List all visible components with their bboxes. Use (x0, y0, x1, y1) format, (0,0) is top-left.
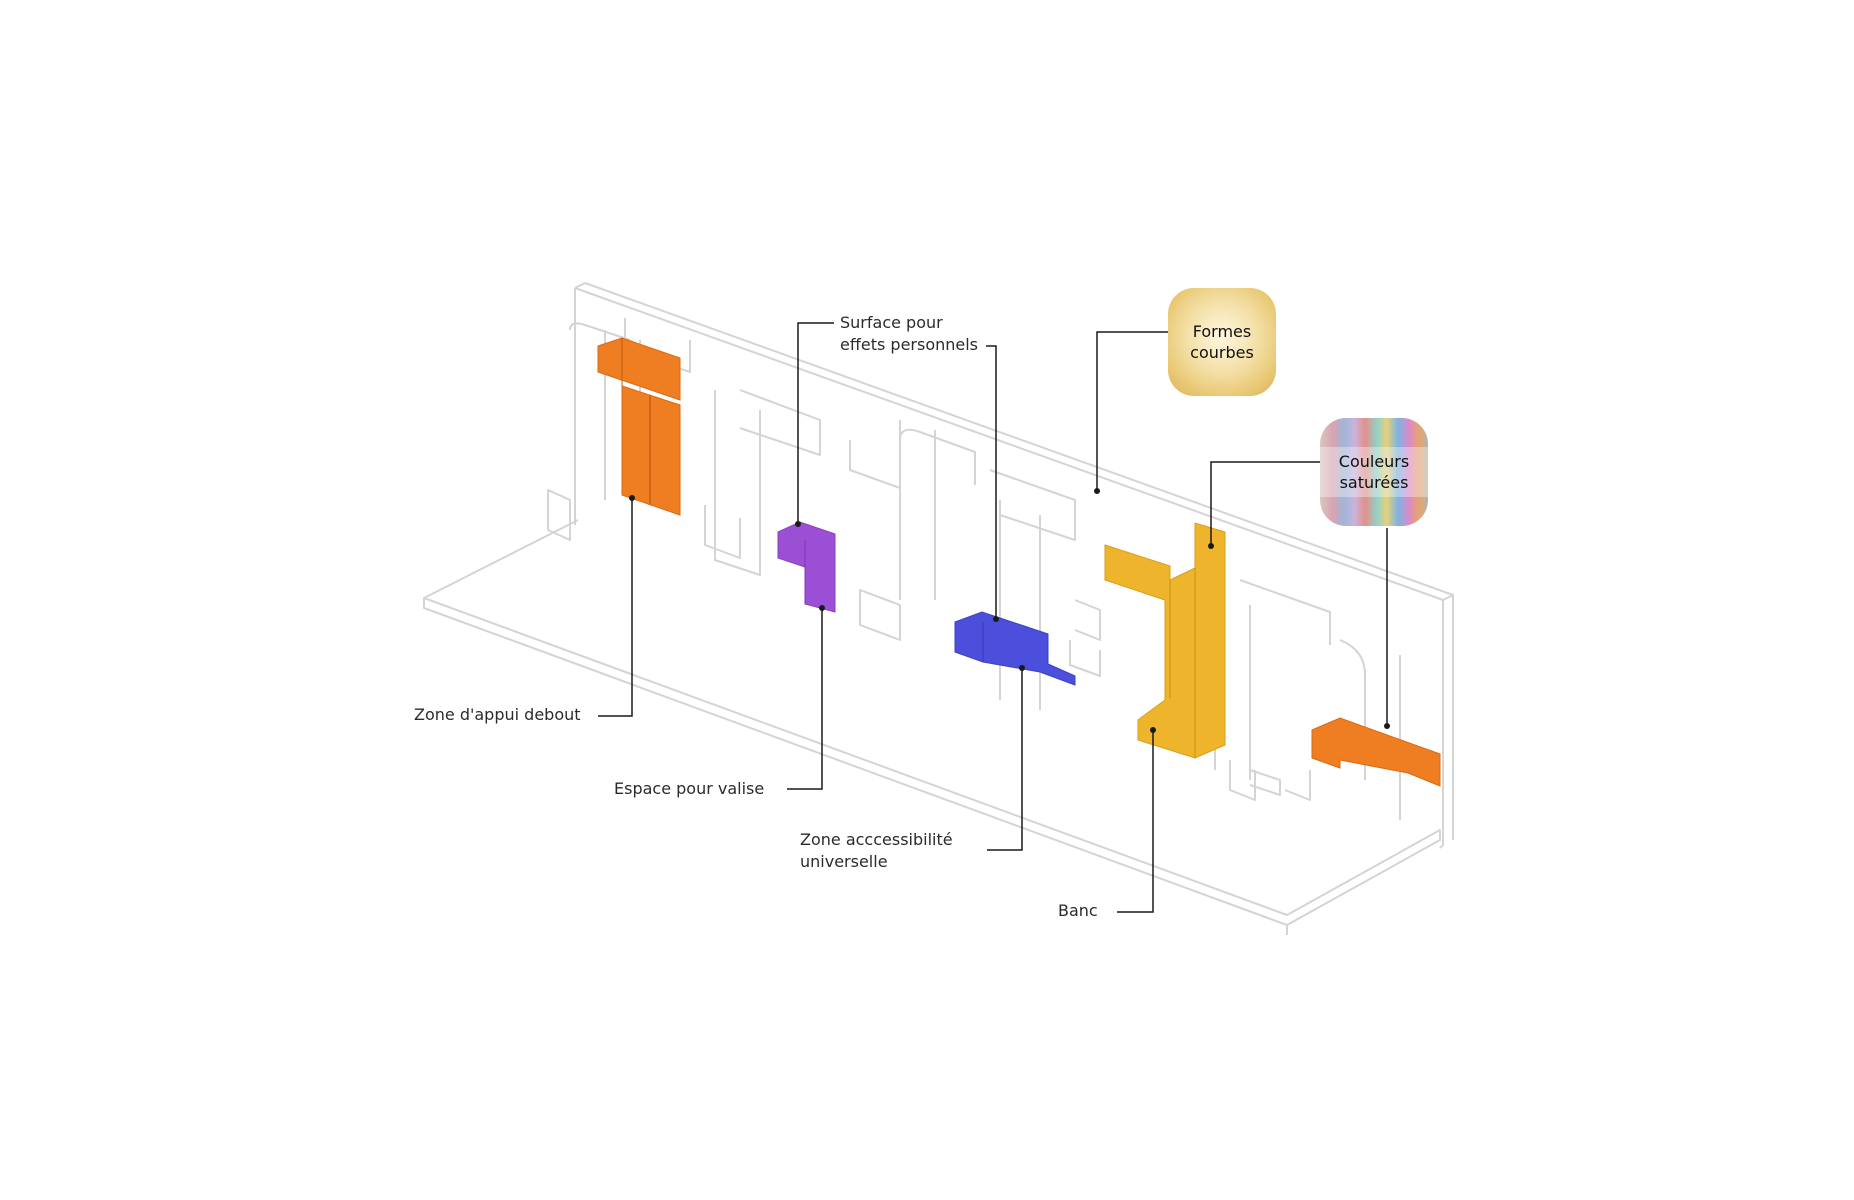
caption-line-1: Couleurs (1338, 452, 1410, 471)
label-line-1: Zone acccessibilité (800, 830, 953, 849)
label-zone-accessibilite: Zone acccessibilité universelle (800, 829, 953, 873)
caption-line-1: Formes (1192, 322, 1252, 341)
label-text: Banc (1058, 901, 1098, 920)
back-wall (574, 287, 1444, 849)
label-espace-valise: Espace pour valise (614, 778, 764, 800)
label-text: Espace pour valise (614, 779, 765, 798)
label-text: Zone d'appui debout (414, 705, 581, 724)
label-line-2: universelle (800, 852, 888, 871)
suitcase-space-purple (777, 521, 836, 613)
caption-line-2: courbes (1190, 343, 1254, 362)
label-line-1: Surface pour (840, 313, 943, 332)
label-line-2: effets personnels (840, 335, 979, 354)
thumbnail-caption: Formes courbes (1168, 321, 1276, 363)
thumbnail-couleurs-saturees: Couleurs saturées (1320, 418, 1428, 526)
floor-slab (423, 597, 1441, 926)
saturated-bench-orange (1311, 717, 1441, 787)
standing-support-orange (597, 337, 681, 516)
thumbnail-caption: Couleurs saturées (1320, 447, 1428, 497)
label-zone-appui-debout: Zone d'appui debout (414, 704, 581, 726)
label-surface-effets: Surface pour effets personnels (840, 312, 978, 356)
leader-lines (598, 322, 1388, 913)
label-banc: Banc (1058, 900, 1098, 922)
accessibility-zone-blue (954, 611, 1076, 686)
bench-yellow (1104, 522, 1226, 759)
caption-line-2: saturées (1339, 473, 1409, 492)
thumbnail-formes-courbes: Formes courbes (1168, 288, 1276, 396)
